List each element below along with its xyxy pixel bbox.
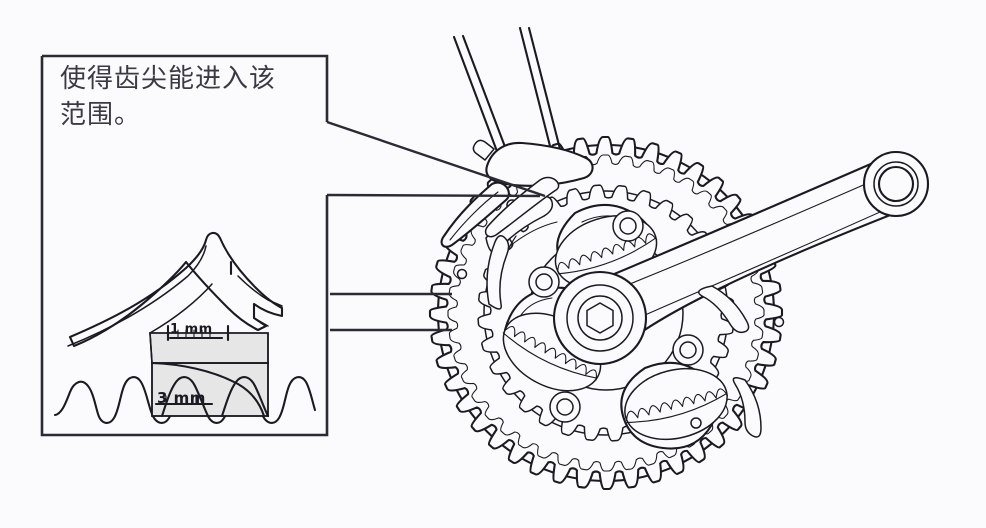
derailleur-plate-section bbox=[68, 231, 284, 348]
front-derailleur-cage bbox=[440, 26, 594, 248]
callout-box bbox=[40, 54, 546, 437]
derailleur-clamp-tab bbox=[472, 139, 495, 161]
crankset-detail bbox=[456, 150, 930, 450]
callout-note-text: 使得齿尖能进入该 范围。 bbox=[60, 64, 277, 130]
dimension-label-3mm: 3 mm bbox=[157, 389, 206, 407]
chainring-bolts bbox=[456, 199, 785, 429]
chain-link-curve bbox=[150, 361, 266, 418]
detail-inset-drawing bbox=[53, 231, 317, 424]
tooth-tip-left bbox=[160, 376, 210, 418]
pedal-eye bbox=[862, 150, 930, 218]
shift-ramps bbox=[485, 195, 762, 438]
tooth-tip-right bbox=[220, 376, 270, 418]
derailleur-outer-plate bbox=[440, 181, 510, 248]
spindle-boss bbox=[552, 270, 648, 366]
derailleur-mount-tubes bbox=[452, 26, 562, 164]
dimension-label-1mm: 1 mm bbox=[170, 322, 213, 337]
